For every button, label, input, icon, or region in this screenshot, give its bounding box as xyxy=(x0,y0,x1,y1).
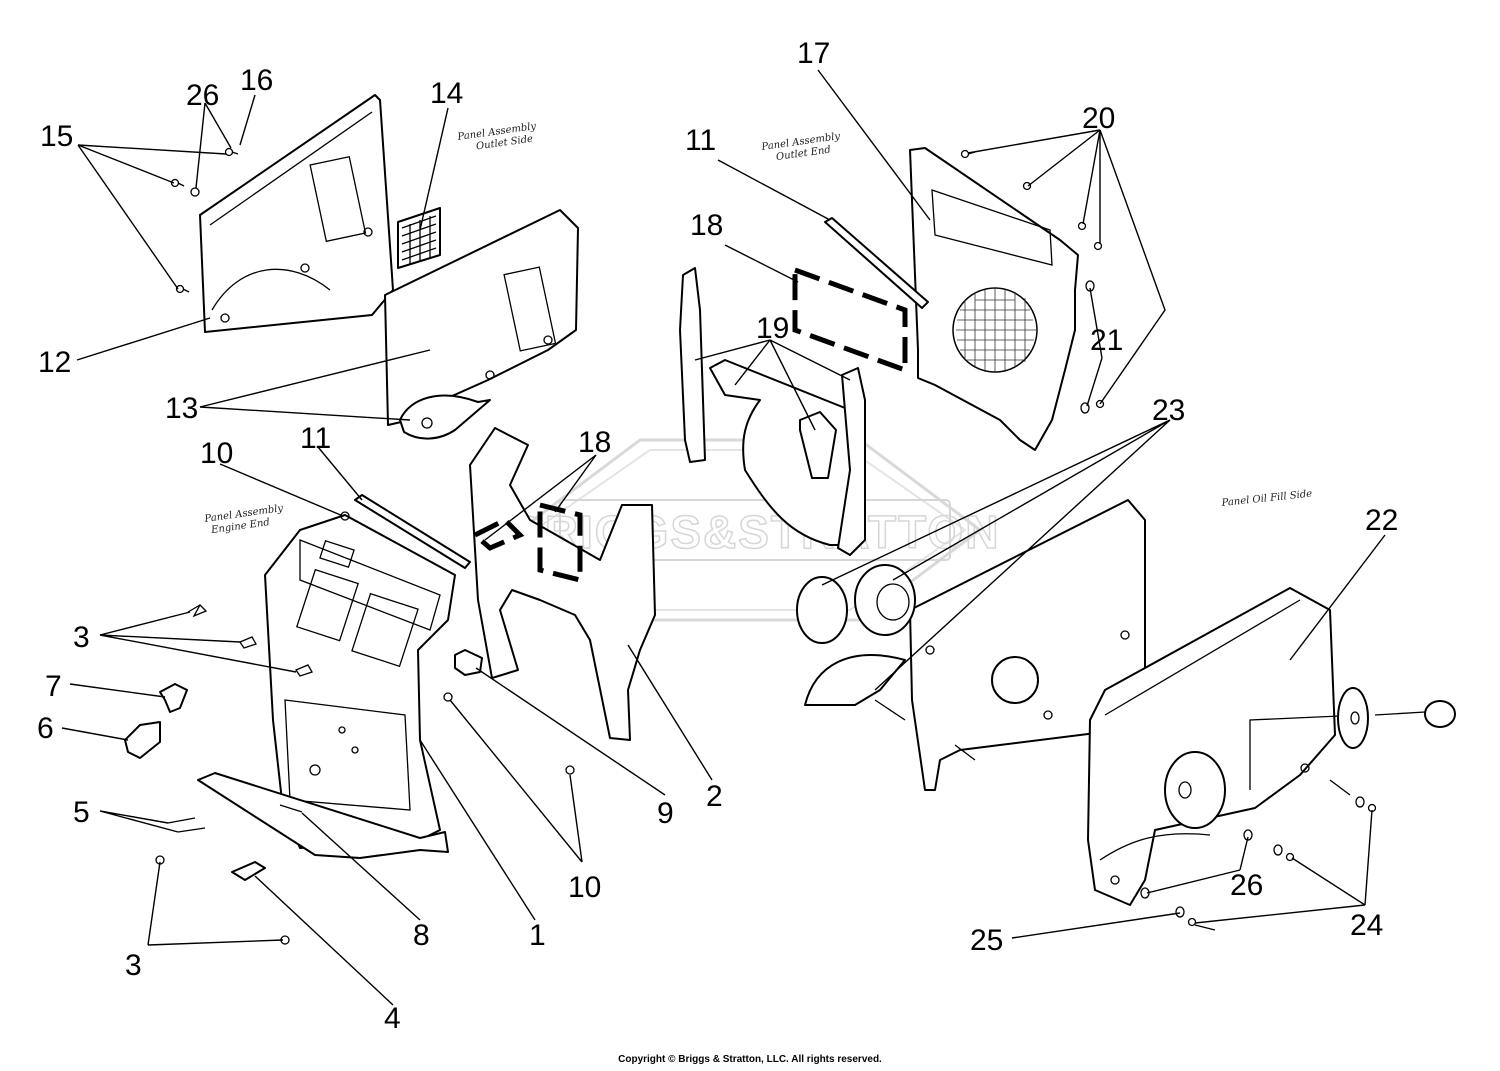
callout-15: 15 xyxy=(40,120,73,153)
callout-2: 2 xyxy=(706,780,723,813)
watermark-text: BRIGGS&STRATTON xyxy=(510,506,1001,558)
part-9-bracket xyxy=(454,649,483,676)
part-13-outlet-side-panel-assembly xyxy=(384,209,579,440)
fasteners-left xyxy=(124,603,313,945)
leader-lines xyxy=(61,69,1386,1006)
callout-26-b: 26 xyxy=(1230,869,1263,902)
svg-text:Panel Assembly Outlet Si: Panel Assembly Outlet Side xyxy=(456,121,542,155)
callout-10-b: 10 xyxy=(568,871,601,904)
part-19-foam-pieces xyxy=(679,267,866,556)
callout-8: 8 xyxy=(413,919,430,952)
svg-text:Panel Assembly Engine En: Panel Assembly Engine End xyxy=(203,503,289,537)
note-oil-fill-side: Panel Oil Fill Side xyxy=(1220,489,1313,510)
part-23-oil-fill-side-panel xyxy=(796,499,1146,791)
brand-watermark: BRIGGS&STRATTON xyxy=(509,438,1001,622)
part-18-gasket-upper xyxy=(792,266,908,374)
callout-11-b: 11 xyxy=(685,124,716,157)
callout-6: 6 xyxy=(37,712,54,745)
callout-25: 25 xyxy=(970,924,1003,957)
part-10-nut-a xyxy=(443,692,453,702)
callout-21: 21 xyxy=(1090,324,1123,357)
oil-fill-cap xyxy=(1337,687,1456,749)
callout-4: 4 xyxy=(384,1002,401,1035)
callout-11-a: 11 xyxy=(300,422,331,455)
callout-10-a: 10 xyxy=(200,437,233,470)
part-18-gasket-lower xyxy=(470,501,583,584)
callout-14: 14 xyxy=(430,77,463,110)
part-8-base-tray xyxy=(197,772,449,859)
callout-26-a: 26 xyxy=(186,79,219,112)
fasteners-15-26 xyxy=(170,147,239,294)
callout-7: 7 xyxy=(45,670,62,703)
callout-3-b: 3 xyxy=(125,949,142,982)
part-22-oil-fill-side-panel xyxy=(1087,587,1341,906)
callout-17: 17 xyxy=(797,37,830,70)
callout-18-a: 18 xyxy=(578,426,611,459)
callout-23: 23 xyxy=(1152,394,1185,427)
assembly-guide-lines xyxy=(874,699,1351,931)
callout-19: 19 xyxy=(756,312,789,345)
callout-13: 13 xyxy=(165,392,198,425)
callout-24: 24 xyxy=(1350,909,1383,942)
callout-12: 12 xyxy=(38,346,71,379)
fasteners-right xyxy=(960,149,1377,927)
part-2-divider-panel xyxy=(469,427,656,741)
callout-3-a: 3 xyxy=(73,621,90,654)
part-10-nut-b xyxy=(565,765,575,775)
callout-18-b: 18 xyxy=(690,209,723,242)
callout-22: 22 xyxy=(1365,504,1398,537)
part-17-outlet-end-panel xyxy=(909,147,1079,451)
part-12-outlet-side-panel xyxy=(199,94,394,333)
copyright-notice: Copyright © Briggs & Stratton, LLC. All … xyxy=(618,1054,882,1065)
callout-20: 20 xyxy=(1082,102,1115,135)
part-14-grill xyxy=(397,207,441,269)
callout-9: 9 xyxy=(657,797,674,830)
part-10-nut-upper xyxy=(340,511,350,521)
callout-16: 16 xyxy=(240,64,273,97)
callout-5: 5 xyxy=(73,796,90,829)
callout-numbers: 26 16 14 15 12 13 10 11 18 17 20 11 18 1… xyxy=(37,37,1398,1035)
svg-text:Panel Assembly Outlet En: Panel Assembly Outlet End xyxy=(760,131,846,165)
callout-1: 1 xyxy=(529,919,546,952)
